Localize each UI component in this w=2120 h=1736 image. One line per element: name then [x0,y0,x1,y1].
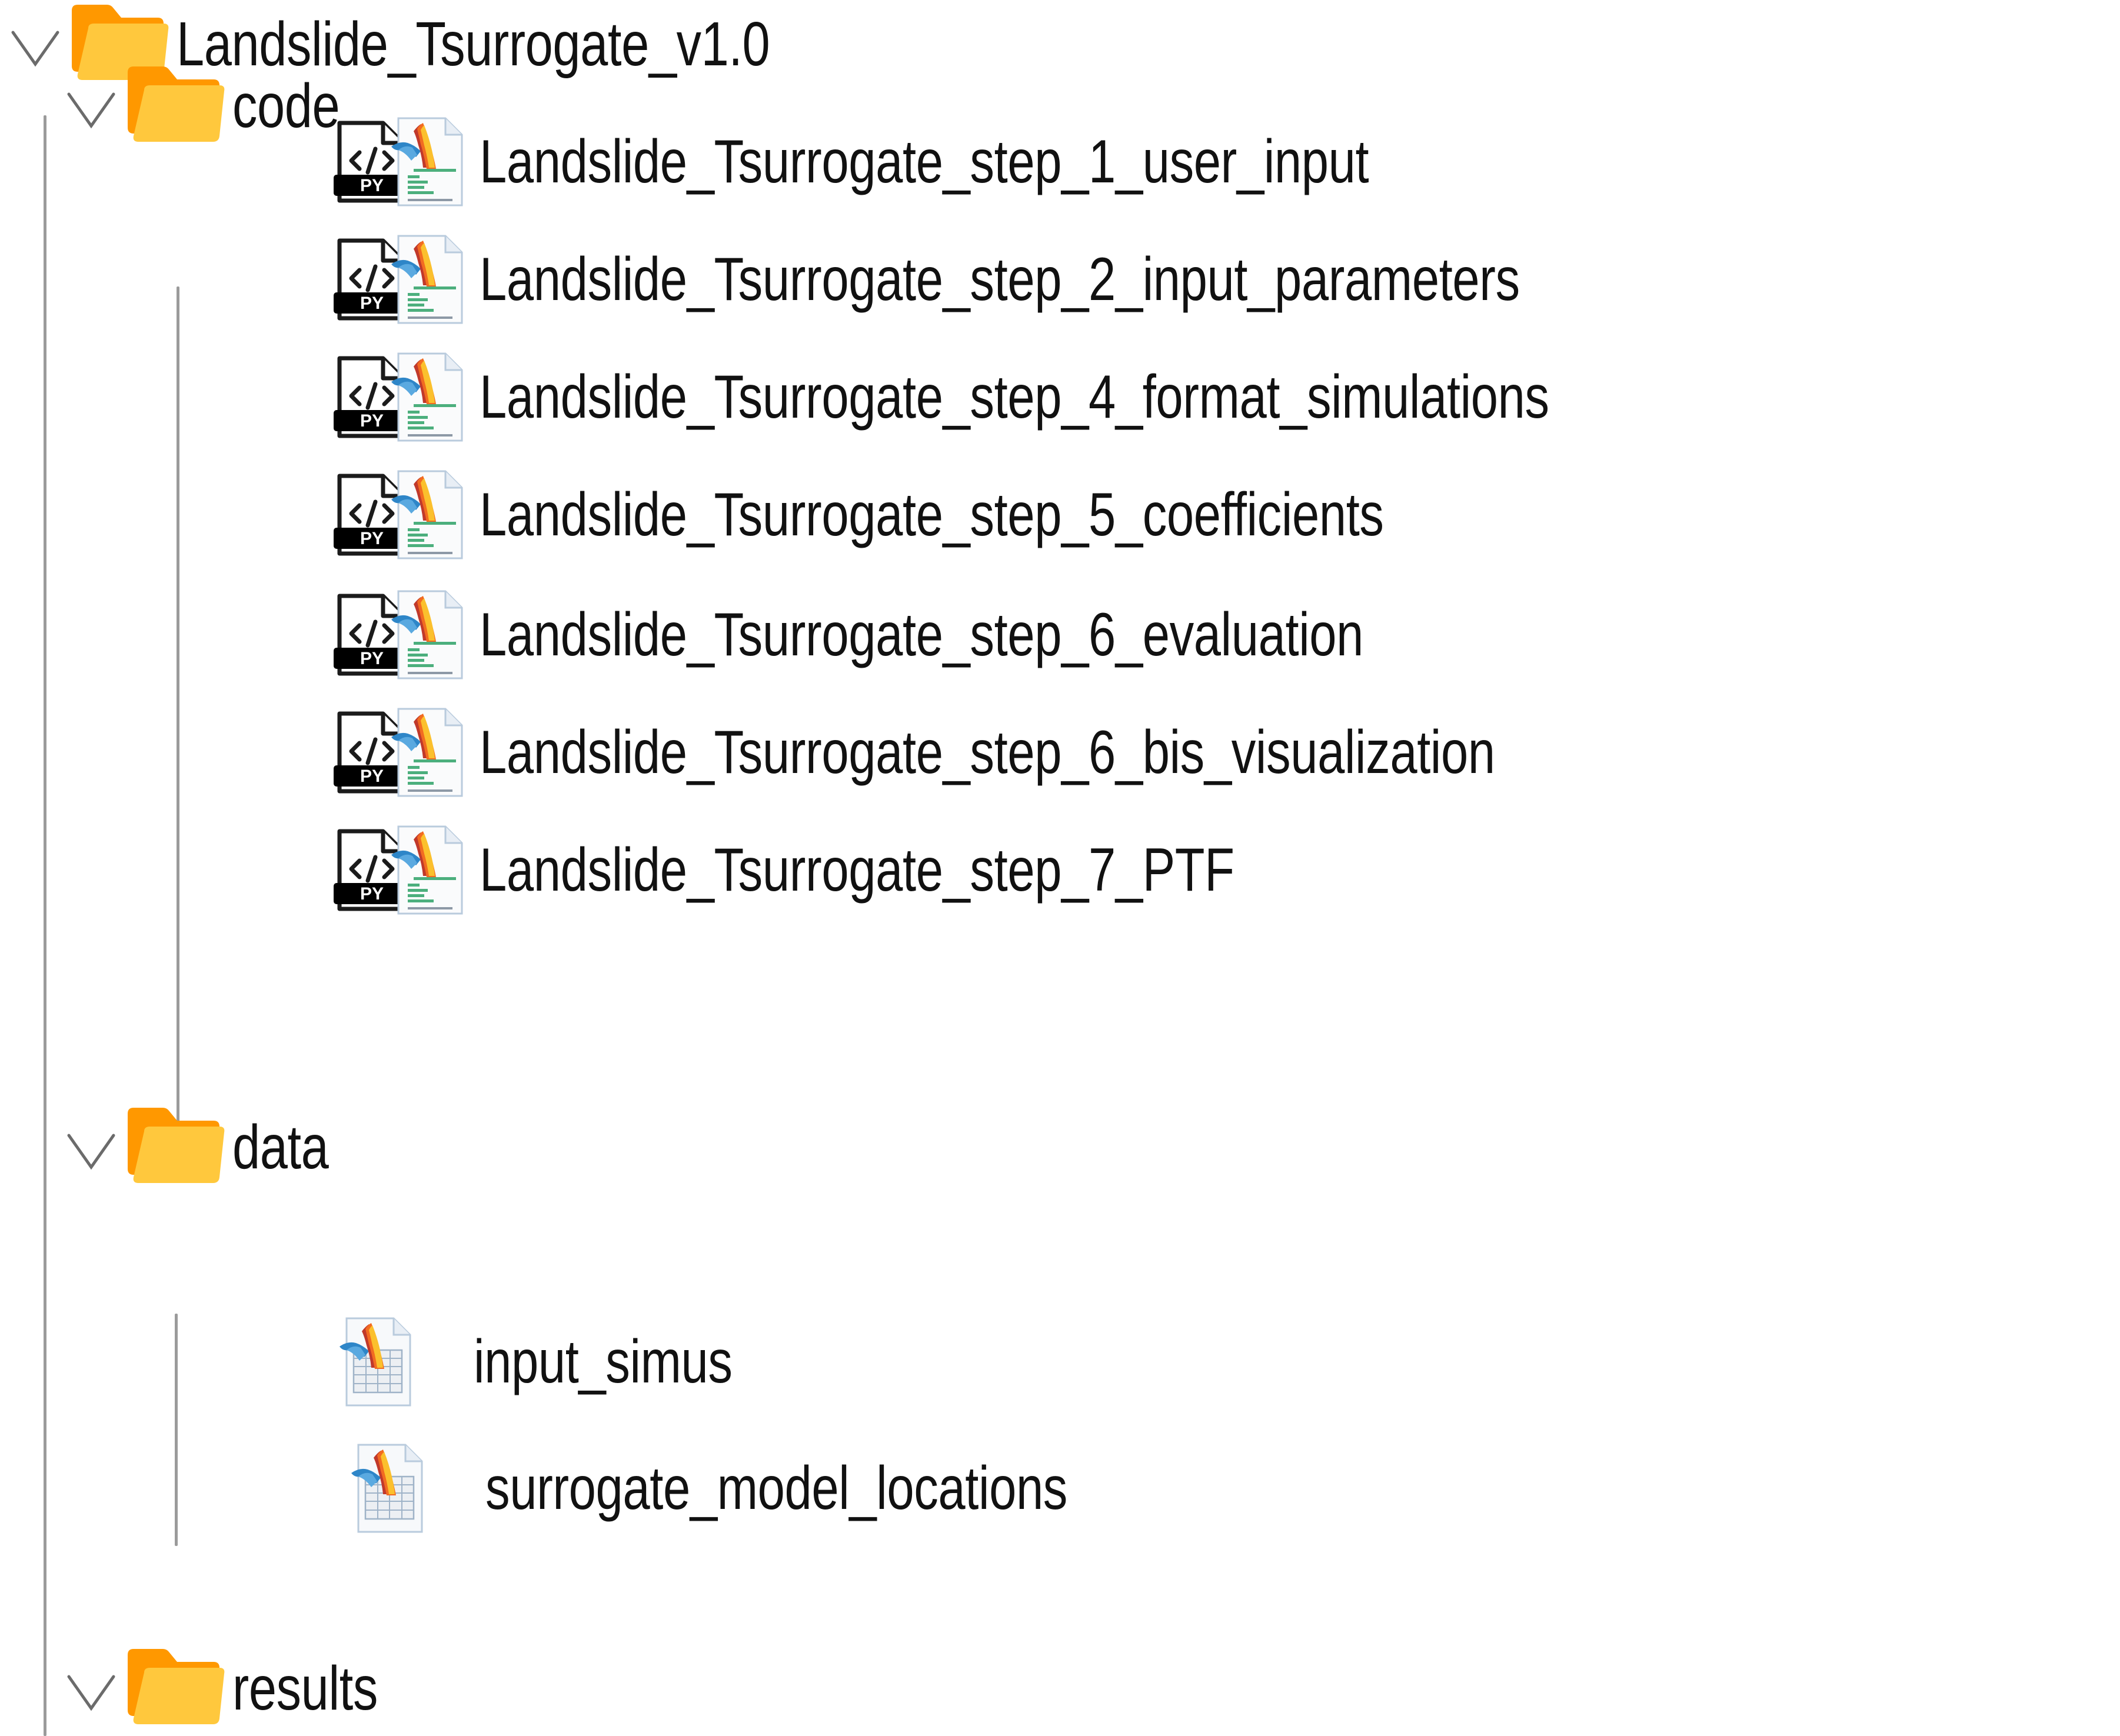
tree-label-file: input_simus [474,1328,733,1396]
matlab-script-file-icon [390,115,468,209]
chevron-down-icon[interactable] [62,1659,121,1718]
tree-row-file[interactable]: input_simus [327,1315,797,1409]
python-file-icon: PY [332,236,412,323]
tree-label-file: Landslide_Tsurrogate_step_6_bis_visualiz… [480,718,1495,787]
tree-label-file: Landslide_Tsurrogate_step_7_PTF [480,836,1234,904]
matlab-script-file-icon [390,588,468,682]
svg-text:PY: PY [360,294,384,313]
tree-label-file: Landslide_Tsurrogate_step_1_user_input [480,128,1369,196]
chevron-down-icon[interactable] [62,76,121,135]
chevron-down-icon[interactable] [6,15,65,74]
matlab-data-file-icon [338,1315,416,1409]
file-icon-cluster: PY [332,115,480,209]
tree-row-file[interactable]: PY [332,115,1591,209]
tree-row-folder-code[interactable]: code [62,62,367,150]
folder-icon [65,0,177,88]
tree-row-file[interactable]: surrogate_model_locations [338,1441,1213,1535]
tree-label-folder-results: results [232,1654,378,1723]
file-icon-cluster: PY [332,588,480,682]
matlab-script-file-icon [390,350,468,444]
tree-guide-code [177,286,179,1125]
file-icon-cluster: PY [332,823,480,917]
file-icon-cluster: PY [332,350,480,444]
svg-text:PY: PY [360,411,384,431]
svg-text:PY: PY [360,649,384,668]
tree-guide-root [44,115,46,1736]
tree-label-file: Landslide_Tsurrogate_step_4_format_simul… [480,363,1549,431]
tree-row-file[interactable]: PY [332,588,1585,682]
file-icon-cluster: PY [332,705,480,799]
tree-row-file[interactable]: PY [332,708,1749,797]
svg-text:PY: PY [360,176,384,195]
svg-text:PY: PY [360,529,384,548]
tree-row-file[interactable]: PY [332,235,1780,324]
matlab-script-file-icon [390,468,468,562]
matlab-script-file-icon [390,823,468,917]
tree-row-root-folder[interactable]: Landslide_Tsurrogate_v1.0 [6,0,918,88]
svg-text:PY: PY [360,767,384,786]
tree-row-file[interactable]: PY [332,350,1816,444]
python-file-icon: PY [332,354,412,441]
file-icon-cluster [327,1315,474,1409]
tree-label-folder-data: data [232,1112,329,1182]
tree-row-folder-results[interactable]: results [62,1644,414,1732]
tree-guide-data [175,1314,178,1546]
matlab-script-file-icon [390,232,468,326]
tree-label-file: Landslide_Tsurrogate_step_5_coefficients [480,481,1384,549]
tree-label-file: Landslide_Tsurrogate_step_6_evaluation [480,601,1364,669]
tree-label-root: Landslide_Tsurrogate_v1.0 [177,9,770,79]
folder-icon [121,62,232,150]
folder-icon [121,1644,232,1732]
tree-row-folder-data[interactable]: data [62,1103,352,1191]
file-icon-cluster: PY [332,468,480,562]
file-icon-cluster [338,1441,485,1535]
file-icon-cluster: PY [332,232,480,326]
tree-row-file[interactable]: PY [332,823,1423,917]
matlab-data-file-icon [350,1441,428,1535]
tree-label-file: Landslide_Tsurrogate_step_2_input_parame… [480,245,1520,314]
svg-text:PY: PY [360,884,384,904]
folder-icon [121,1103,232,1191]
matlab-script-file-icon [390,705,468,799]
tree-label-folder-code: code [232,71,340,141]
chevron-down-icon[interactable] [62,1118,121,1177]
tree-label-file: surrogate_model_locations [485,1454,1068,1522]
tree-row-file[interactable]: PY [332,468,1610,562]
python-file-icon: PY [332,827,412,914]
